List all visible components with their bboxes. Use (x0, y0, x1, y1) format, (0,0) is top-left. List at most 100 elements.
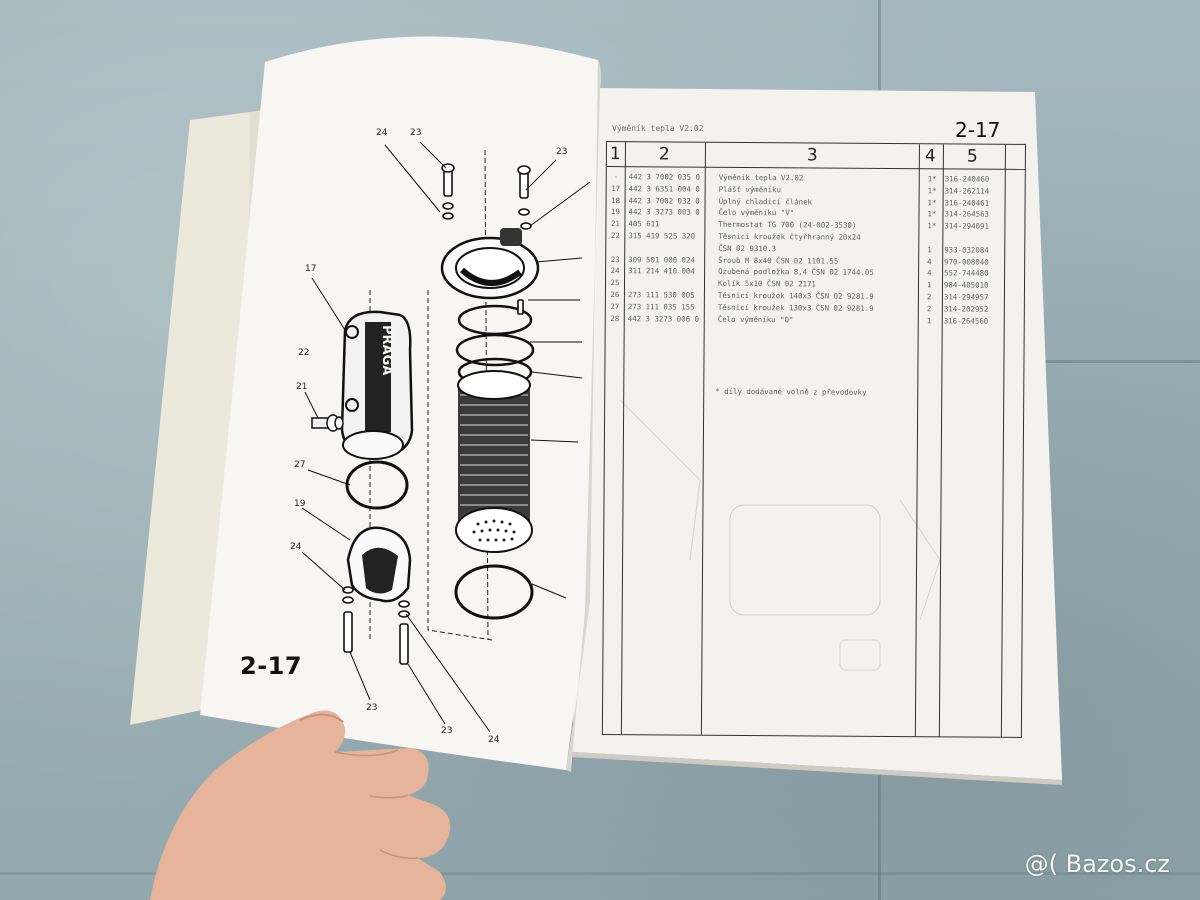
tube-plate-holes (472, 519, 516, 542)
row-order-code: 970-008040 (944, 256, 989, 267)
row-part-name: ČSN 02 9310.3 (718, 243, 777, 253)
row-part-number: 315 419 525 320 (628, 231, 696, 241)
callout-label: 24 (376, 128, 388, 138)
row-quantity: 4 (927, 256, 932, 266)
lower-end-cover-drawing (346, 526, 412, 603)
row-order-code: 316-240460 (944, 174, 990, 184)
row-part-name: Čelo výměníku "O" (717, 314, 794, 324)
callout-label: 24 (290, 542, 302, 552)
housing-logo-text: PRAGA (379, 325, 394, 375)
callout-label: 23 (441, 726, 453, 736)
row-order-code: 316-240461 (944, 197, 990, 208)
hand-holding-page (150, 710, 451, 900)
row-part-name: Těsnicí kroužek čtyřhranný 20x24 (718, 231, 861, 242)
row-position: 22 (610, 231, 620, 241)
row-quantity: 1* (927, 186, 937, 196)
row-part-number: 309 501 000 024 (628, 254, 695, 265)
row-part-name: Kolík 5x10 ČSN 02 2171 (717, 278, 816, 289)
row-part-number: 442 3 7002 035 0 (628, 172, 700, 182)
row-part-name: Thermostat TG 700 (24-002-3530) (718, 219, 857, 230)
row-part-name: Ozubená podložka 8,4 ČSN 02 1744.05 (718, 267, 874, 278)
row-position: 18 (611, 195, 621, 205)
row-part-name: Těsnicí kroužek 130x3 ČSN 02 9281.9 (717, 302, 874, 313)
row-part-name: Těsnicí kroužek 140x3 ČSN 02 9281.9 (717, 290, 874, 301)
left-page-number: 2-17 (240, 652, 303, 680)
row-position: - (613, 172, 619, 182)
callout-label: 21 (296, 382, 308, 392)
row-quantity: 1* (927, 221, 937, 231)
row-quantity: 1 (926, 280, 932, 290)
row-position: 26 (610, 290, 620, 300)
row-order-code: 314-264563 (944, 209, 990, 220)
watermark-text: @( Bazos.cz (1024, 850, 1170, 878)
row-part-name: Úplný chladicí článek (718, 196, 813, 207)
row-quantity: 2 (926, 292, 932, 302)
row-part-name: Čelo výměníku "V" (718, 208, 795, 218)
row-part-number: 311 214 410 004 (628, 266, 695, 277)
row-quantity: 1* (927, 209, 937, 219)
exchanger-housing-drawing: PRAGA (340, 310, 414, 460)
row-quantity: 2 (926, 304, 932, 314)
callout-label: 27 (294, 460, 306, 470)
row-position: 28 (610, 313, 620, 323)
column-header: 2 (658, 144, 670, 165)
parts-list-table: 1 2 3 4 5 -442 3 7002 035 0 Výměník tepla… (601, 141, 1026, 738)
footnote: * díly dodávané volně z převodovky (715, 386, 867, 397)
row-part-number: 405 611 (628, 219, 660, 229)
row-order-code: 552-744480 (944, 268, 989, 279)
row-part-name: Plášť výměníku (718, 184, 781, 195)
row-position: 27 (610, 301, 620, 311)
column-header: 5 (966, 146, 978, 167)
page-gutter-shadow (566, 60, 602, 772)
right-page-edge (570, 752, 1062, 785)
callout-label: 17 (305, 264, 317, 274)
callout-label: 23 (410, 128, 422, 138)
row-quantity: 4 (927, 268, 932, 278)
row-order-code: 314-294091 (944, 221, 989, 231)
column-header: 3 (806, 145, 818, 166)
tile-grout (1040, 360, 1200, 363)
callout-label: 24 (488, 735, 500, 745)
row-order-code: 314-294957 (943, 292, 989, 302)
row-position: 19 (611, 207, 620, 217)
callout-label: 19 (294, 499, 306, 509)
row-part-name: Šroub M 8x40 ČSN 02 1101.55 (718, 255, 839, 266)
bolts-and-washers-drawing (342, 163, 532, 665)
row-position: 21 (610, 219, 620, 229)
callout-label: 22 (298, 348, 310, 358)
callout-label: 23 (556, 147, 568, 157)
callout-label: 23 (366, 703, 378, 713)
ring-27-drawing (345, 460, 409, 510)
column-header: 1 (609, 144, 621, 165)
thermostat-drawing (311, 414, 344, 432)
row-part-number: 442 3 7002 032 0 (628, 195, 700, 206)
row-quantity: 1* (927, 197, 937, 207)
cooling-core-drawing (454, 370, 534, 620)
row-order-code: 314-262114 (944, 186, 990, 196)
column-header: 4 (924, 146, 936, 167)
row-part-name: Výměník tepla V2.02 (718, 172, 804, 183)
row-order-code: 316-264560 (943, 315, 989, 326)
tile-grout (0, 872, 1200, 875)
row-order-code: 314-202952 (943, 304, 989, 314)
row-quantity: 1 (926, 315, 932, 325)
row-quantity: 1 (927, 245, 932, 255)
row-part-number: 442 3 3273 006 0 (627, 313, 699, 324)
row-part-number: 442 3 6351 004 0 (628, 183, 700, 194)
row-position: 17 (611, 183, 621, 193)
table-header-row: 1 2 3 4 5 (606, 142, 1025, 170)
upper-end-cover-drawing (440, 228, 540, 300)
row-position: 25 (610, 278, 620, 288)
right-page-title: Výměník tepla V2.02 (612, 124, 704, 133)
callout-leader-lines (301, 141, 591, 733)
row-position: 24 (610, 266, 620, 276)
row-part-number: 273 111 530 005 (627, 290, 695, 300)
row-part-number: 442 3 3273 003 0 (628, 207, 700, 218)
row-order-code: 933-032084 (944, 245, 989, 255)
row-part-number: 273 111 035 155 (627, 301, 695, 312)
row-quantity: 1* (927, 174, 937, 184)
table-row: 28 442 3 3273 006 0 Čelo výměníku "O" 1 316-… (606, 314, 1024, 328)
row-order-code: 984-405010 (943, 280, 989, 290)
